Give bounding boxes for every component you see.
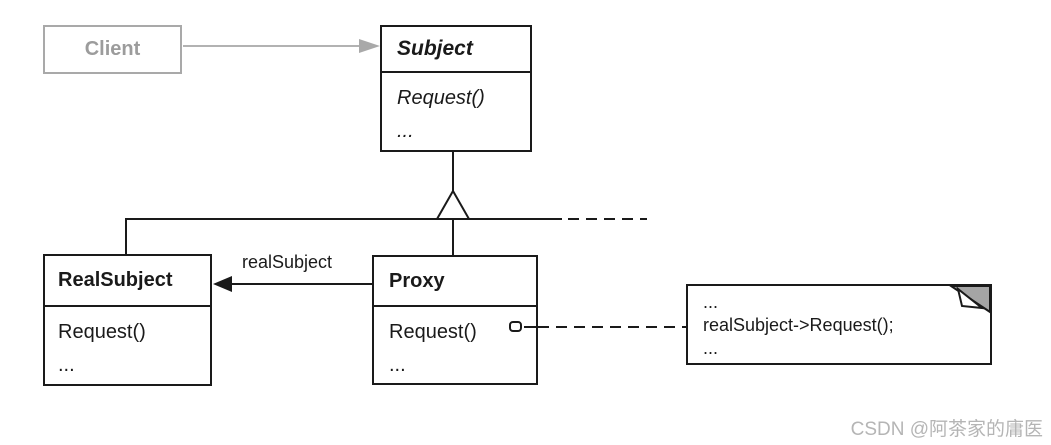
class-body-realsubject: Request() ... — [45, 307, 210, 382]
method-realsubject-ellipsis: ... — [58, 354, 75, 376]
association-label-realsubject: realSubject — [242, 252, 333, 272]
proxy-drop-line — [452, 218, 454, 257]
note-fold-corner-icon — [949, 286, 990, 314]
class-box-proxy: Proxy Request() ... — [372, 255, 538, 385]
class-name-client: Client — [84, 38, 141, 60]
note-anchor-circle-icon — [509, 321, 522, 332]
method-proxy-request: Request() — [389, 321, 477, 343]
csdn-watermark: CSDN @阿茶家的庸医 — [850, 419, 1043, 440]
method-proxy-ellipsis: ... — [389, 354, 406, 376]
class-name-realsubject: RealSubject — [45, 256, 210, 307]
class-name-subject: Subject — [382, 27, 530, 73]
generalization-stem-line — [452, 152, 454, 193]
class-body-proxy: Request() ... — [374, 307, 536, 382]
class-body-subject: Request() ... — [382, 73, 530, 148]
note-dashed-link — [538, 326, 686, 328]
note-text: ... realSubject->Request(); ... — [688, 286, 990, 360]
note-line-3: ... — [703, 338, 719, 358]
inheritance-triangle-icon — [436, 190, 470, 220]
class-box-client: Client — [43, 25, 182, 74]
association-arrowhead-icon — [213, 276, 232, 292]
realsubject-drop-line — [125, 218, 127, 256]
method-subject-request: Request() — [397, 87, 485, 109]
note-line-1: ... — [703, 292, 719, 312]
hierarchy-connector-dashed-continuation — [568, 218, 647, 220]
client-subject-arrowhead-icon — [359, 39, 380, 53]
hierarchy-connector-line — [125, 218, 562, 220]
note-line-2: realSubject->Request(); — [703, 315, 894, 335]
class-box-realsubject: RealSubject Request() ... — [43, 254, 212, 386]
client-subject-arrow-line — [183, 45, 361, 47]
method-realsubject-request: Request() — [58, 321, 146, 343]
note-box: ... realSubject->Request(); ... — [686, 284, 992, 365]
association-line — [229, 283, 372, 285]
method-subject-ellipsis: ... — [397, 120, 414, 142]
class-name-proxy: Proxy — [374, 257, 536, 307]
note-anchor-tail-line — [524, 326, 536, 328]
class-box-subject: Subject Request() ... — [380, 25, 532, 152]
